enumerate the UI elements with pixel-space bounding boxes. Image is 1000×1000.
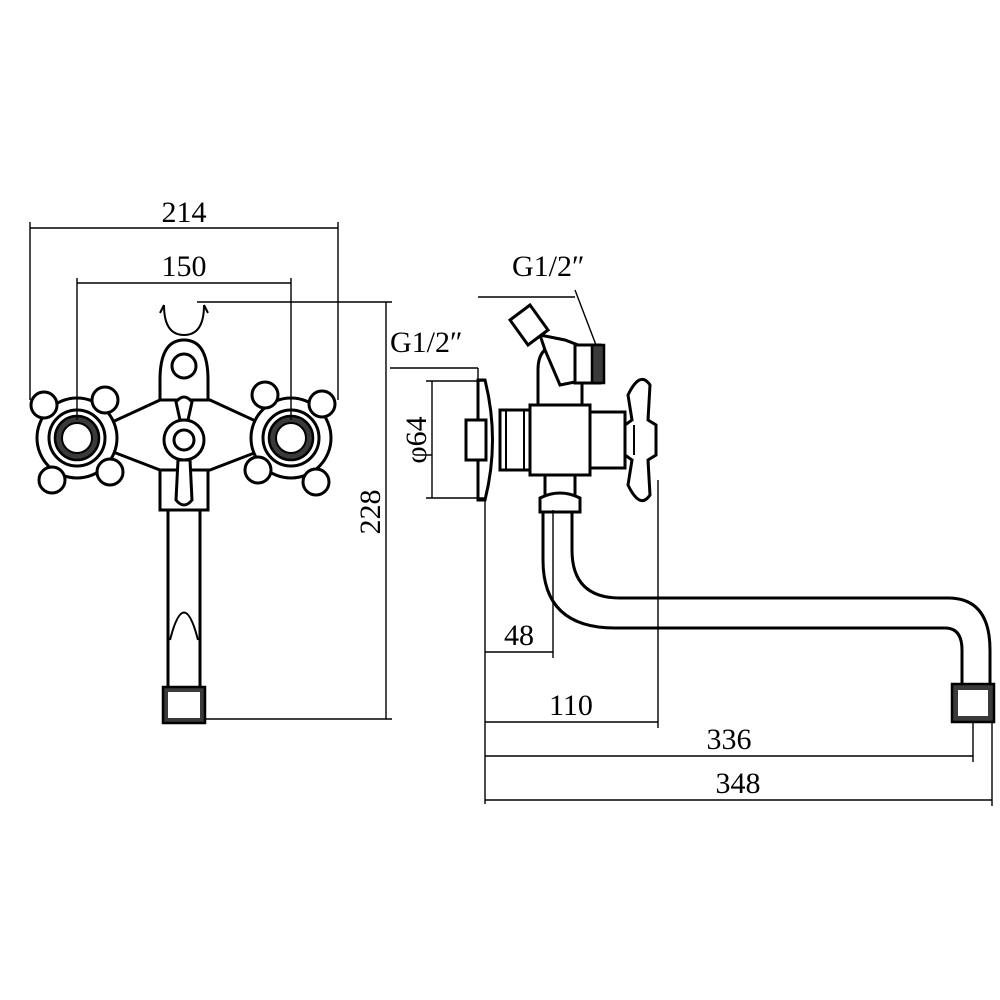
wall-flange [464,378,532,502]
dim-label-336: 336 [707,723,752,756]
front-body [93,304,277,512]
side-spout [541,512,996,724]
dim-label-348: 348 [716,767,761,800]
side-view: G1/2″ G1/2″ φ64 48 110 [390,250,996,806]
dimension-228: 228 [197,301,392,720]
left-cross-handle [29,385,125,495]
dimension-348: 348 [485,722,993,806]
dimension-336: 336 [485,722,974,762]
thread-left-text: G1/2″ [390,326,463,359]
dimension-214: 214 [29,196,339,400]
thread-top-text: G1/2″ [512,250,585,283]
dim-label-214: 214 [162,196,207,229]
side-cross-handle [623,377,658,503]
dim-label-phi64: φ64 [400,416,433,463]
shower-outlet [507,302,606,387]
dim-label-110: 110 [549,689,593,722]
thread-label-left: G1/2″ [390,326,479,420]
dim-label-228: 228 [354,490,387,535]
dimension-phi64: φ64 [400,380,485,499]
dim-label-150: 150 [162,250,207,283]
front-view: 214 150 228 [29,196,392,725]
dimension-48: 48 [484,500,554,804]
dim-label-48: 48 [504,619,534,652]
dimension-110: 110 [485,480,659,728]
front-spout [161,503,207,725]
right-cross-handle [243,380,337,497]
thread-label-top: G1/2″ [478,250,597,346]
